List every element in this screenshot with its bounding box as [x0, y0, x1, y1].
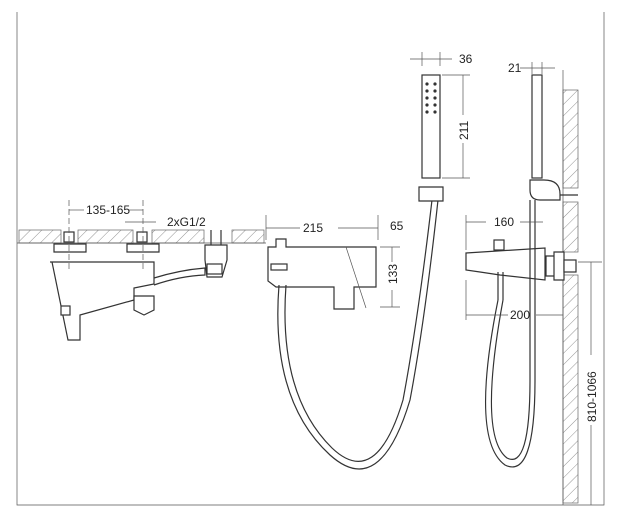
dimension-inlet-thread: 2xG1/2 — [125, 215, 206, 229]
dimension-body-depth: 65 — [390, 219, 404, 233]
dimension-handshower-width: 36 — [410, 52, 473, 66]
dim-label-spout-length: 215 — [303, 221, 323, 235]
dim-label-body-height: 133 — [386, 264, 400, 284]
dim-label-inlet-spacing: 135-165 — [86, 203, 130, 217]
dimension-mounting-height: 810-1066 — [578, 261, 602, 505]
mixer-front-view — [50, 200, 228, 341]
wall-mixer-side-view — [465, 74, 578, 468]
dim-label-inlet-thread: 2xG1/2 — [167, 215, 206, 229]
dimension-spout-length: 215 — [265, 215, 379, 240]
deck-slab — [17, 229, 266, 244]
dimension-handshower-length: 211 — [442, 74, 471, 179]
dimension-handshower-thickness: 21 — [508, 61, 555, 75]
dim-label-body-depth: 65 — [390, 219, 404, 233]
dim-label-wall-spout-projection: 160 — [494, 215, 514, 229]
dim-label-handshower-thickness: 21 — [508, 61, 522, 75]
mixer-side-view — [267, 199, 439, 470]
dimension-wall-projection-total: 200 — [465, 280, 563, 322]
dim-label-wall-projection-total: 200 — [510, 308, 530, 322]
dim-label-handshower-length: 211 — [457, 121, 471, 140]
wall-section — [562, 70, 579, 505]
dim-label-mounting-height: 810-1066 — [585, 371, 599, 422]
dim-label-handshower-width: 36 — [459, 52, 473, 66]
frame — [16, 12, 605, 506]
handshower-front — [418, 74, 444, 202]
dimension-wall-spout-projection: 160 — [465, 215, 543, 250]
dimension-body-height: 133 — [380, 246, 400, 308]
dimension-inlet-spacing: 135-165 — [69, 203, 143, 217]
